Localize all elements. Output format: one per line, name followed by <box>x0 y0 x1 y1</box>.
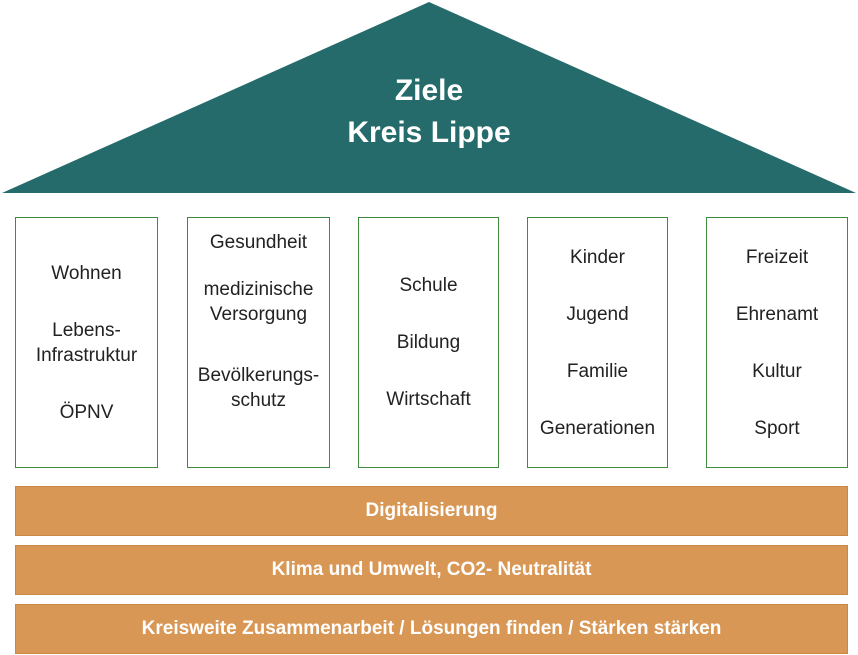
pillar-item: Kinder <box>570 246 625 268</box>
roof-title-line-2: Kreis Lippe <box>347 116 511 149</box>
pillar-item: Kultur <box>752 360 802 382</box>
pillar-item: Lebens- Infrastruktur <box>35 319 138 366</box>
pillar-family: Kinder Jugend Familie Generationen <box>527 217 668 468</box>
pillar-housing: Wohnen Lebens- Infrastruktur ÖPNV <box>15 217 158 468</box>
roof-title: Ziele Kreis Lippe <box>0 70 858 154</box>
pillar-item: Wirtschaft <box>386 389 471 410</box>
pillar-item: Bevölkerungs- schutz <box>197 365 320 411</box>
pillar-item: Schule <box>399 275 458 296</box>
pillar-item: Wohnen <box>51 262 122 284</box>
foundation-cooperation: Kreisweite Zusammenarbeit / Lösungen fin… <box>15 604 848 654</box>
pillar-item: Familie <box>566 360 629 382</box>
pillar-item: ÖPNV <box>59 401 114 423</box>
pillar-item: Jugend <box>566 303 629 325</box>
pillar-education: Schule Bildung Wirtschaft <box>358 217 499 468</box>
pillar-item: Ehrenamt <box>735 303 819 325</box>
foundation-digitalisation: Digitalisierung <box>15 486 848 536</box>
pillar-item: Bildung <box>396 332 461 353</box>
pillar-item: Gesundheit <box>209 232 308 253</box>
pillar-item: Sport <box>754 417 800 439</box>
roof-shape <box>2 2 856 193</box>
roof-title-line-1: Ziele <box>394 74 464 107</box>
pillar-item: Generationen <box>539 417 656 439</box>
pillar-item: medizinische Versorgung <box>203 279 314 325</box>
foundation-climate: Klima und Umwelt, CO2- Neutralität <box>15 545 848 595</box>
pillar-item: Freizeit <box>745 246 809 268</box>
roof-triangle <box>2 2 856 193</box>
pillar-leisure: Freizeit Ehrenamt Kultur Sport <box>706 217 848 468</box>
pillar-health: Gesundheit medizinische Versorgung Bevöl… <box>187 217 330 468</box>
